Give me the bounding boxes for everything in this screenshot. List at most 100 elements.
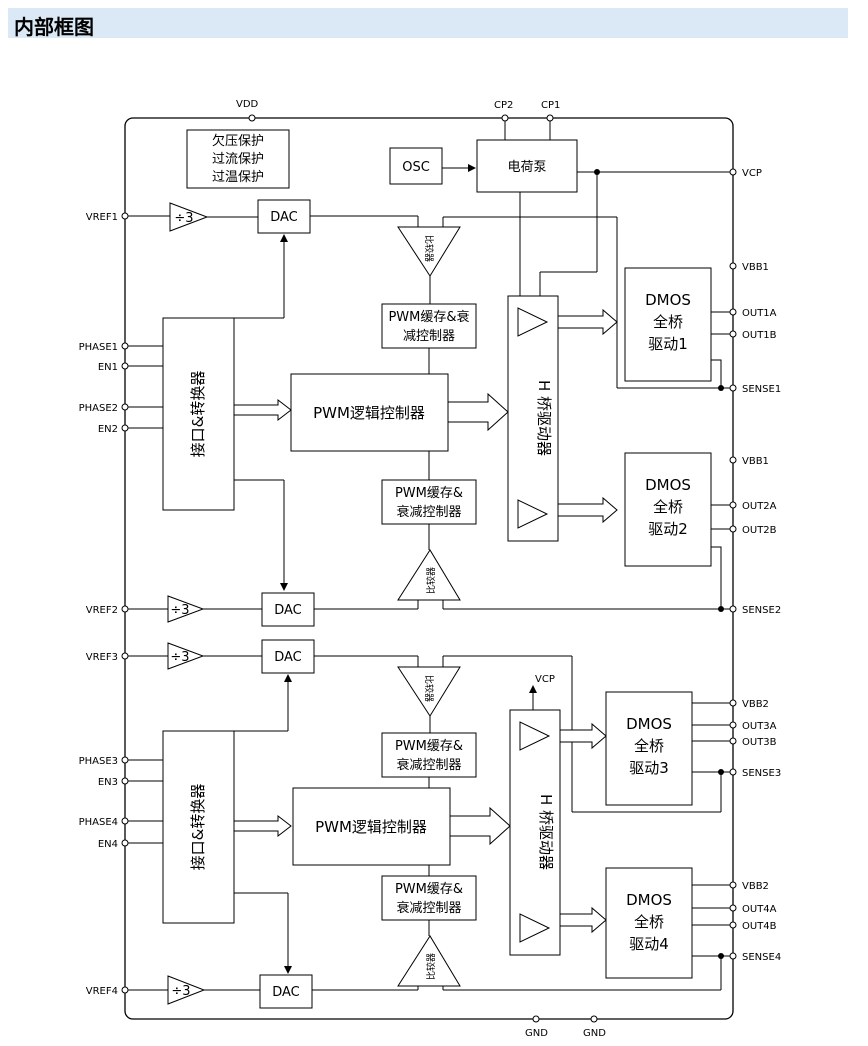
dmos-1 bbox=[624, 267, 712, 382]
pwm-buffer-4-line1: PWM缓存& bbox=[395, 882, 463, 897]
pin-phase1: PHASE1 bbox=[79, 342, 118, 353]
pin-cp2: CP2 bbox=[494, 100, 513, 111]
pin-vbb1-b: VBB1 bbox=[742, 456, 769, 467]
pin-out4b: OUT4B bbox=[742, 921, 777, 932]
dmos-2-l1: DMOS bbox=[645, 476, 691, 494]
dmos-3-l1: DMOS bbox=[626, 715, 672, 733]
dac-1 bbox=[257, 199, 311, 234]
hbridge-2 bbox=[509, 709, 561, 956]
pwm-buffer-3 bbox=[381, 732, 477, 778]
pwm-logic-2 bbox=[292, 787, 451, 866]
pin-cp1: CP1 bbox=[541, 100, 560, 111]
dac-2 bbox=[261, 592, 315, 627]
comparator-4 bbox=[397, 935, 461, 987]
comparator-3-label: 比较器 bbox=[423, 675, 435, 702]
dmos-3-l3: 驱动3 bbox=[629, 759, 669, 777]
dac-1-label: DAC bbox=[270, 210, 298, 225]
pin-vbb1-a: VBB1 bbox=[742, 262, 769, 273]
hbridge-1-label: H 桥驱动器 bbox=[535, 380, 553, 456]
dmos-4-l3: 驱动4 bbox=[629, 935, 669, 953]
div3-1: ÷3 bbox=[174, 211, 193, 226]
pwm-buffer-1 bbox=[381, 303, 477, 349]
pwm-buffer-1-line2: 减控制器 bbox=[403, 329, 455, 344]
charge-pump-label: 电荷泵 bbox=[507, 160, 546, 175]
pin-en2: EN2 bbox=[98, 424, 118, 435]
pwm-buffer-1-line1: PWM缓存&衰 bbox=[388, 309, 469, 325]
pin-vbb2-b: VBB2 bbox=[742, 881, 769, 892]
pin-sense4: SENSE4 bbox=[742, 952, 781, 963]
pin-en1: EN1 bbox=[98, 362, 118, 373]
pin-gnd-2: GND bbox=[583, 1028, 606, 1039]
pin-out4a: OUT4A bbox=[742, 904, 777, 915]
div3-4: ÷3 bbox=[171, 984, 190, 999]
dac-3 bbox=[261, 639, 315, 674]
pin-sense2: SENSE2 bbox=[742, 605, 781, 616]
section-title: 内部框图 bbox=[14, 15, 94, 39]
dmos-4-l2: 全桥 bbox=[634, 913, 664, 931]
pwm-buffer-4-line2: 衰减控制器 bbox=[396, 900, 461, 916]
dmos-3 bbox=[605, 691, 693, 806]
pin-en3: EN3 bbox=[98, 777, 118, 788]
osc-label: OSC bbox=[402, 160, 430, 175]
pin-out2b: OUT2B bbox=[742, 525, 777, 536]
dmos-1-l1: DMOS bbox=[645, 291, 691, 309]
dmos-1-l3: 驱动1 bbox=[648, 335, 688, 353]
charge-pump-block bbox=[476, 139, 578, 193]
interface-block-2 bbox=[162, 730, 235, 924]
pwm-buffer-3-line1: PWM缓存& bbox=[395, 739, 463, 754]
div3-3: ÷3 bbox=[170, 650, 189, 665]
dmos-3-l2: 全桥 bbox=[634, 737, 664, 755]
pin-phase4: PHASE4 bbox=[79, 817, 118, 828]
pin-vref4: VREF4 bbox=[86, 986, 118, 997]
protect-otp: 过温保护 bbox=[212, 170, 264, 185]
dmos-2-l2: 全桥 bbox=[653, 498, 683, 516]
pin-vbb2-a: VBB2 bbox=[742, 699, 769, 710]
pin-out3b: OUT3B bbox=[742, 737, 777, 748]
pin-vref2: VREF2 bbox=[86, 605, 118, 616]
pin-vcp: VCP bbox=[742, 168, 762, 179]
pin-phase2: PHASE2 bbox=[79, 403, 118, 414]
pin-sense3: SENSE3 bbox=[742, 768, 781, 779]
protection-block bbox=[186, 129, 290, 189]
pin-vref1: VREF1 bbox=[86, 212, 118, 223]
comparator-3 bbox=[397, 666, 461, 717]
pwm-buffer-2-line2: 衰减控制器 bbox=[396, 504, 461, 520]
div3-2: ÷3 bbox=[170, 603, 189, 618]
hbridge-1 bbox=[507, 295, 559, 542]
pwm-logic-1 bbox=[290, 373, 449, 452]
comparator-1 bbox=[397, 226, 461, 277]
dac-4 bbox=[259, 974, 313, 1009]
pin-sense1: SENSE1 bbox=[742, 384, 781, 395]
dmos-4-l1: DMOS bbox=[626, 891, 672, 909]
hbridge-2-label: H 桥驱动器 bbox=[537, 794, 555, 870]
protect-uvlo: 欠压保护 bbox=[212, 133, 264, 149]
interface-2-label: 接口&转换器 bbox=[189, 784, 207, 871]
pwm-logic-1-label: PWM逻辑控制器 bbox=[313, 404, 425, 422]
pin-out3a: OUT3A bbox=[742, 721, 777, 732]
pin-out1b: OUT1B bbox=[742, 330, 777, 341]
pin-vdd: VDD bbox=[236, 99, 259, 110]
pin-phase3: PHASE3 bbox=[79, 756, 118, 767]
dmos-1-l2: 全桥 bbox=[653, 313, 683, 331]
pwm-logic-2-label: PWM逻辑控制器 bbox=[315, 818, 427, 836]
interface-1-label: 接口&转换器 bbox=[189, 371, 207, 458]
dac-4-label: DAC bbox=[272, 985, 300, 1000]
comparator-2 bbox=[397, 549, 461, 601]
chip-outline bbox=[124, 117, 734, 1020]
comparator-2-label: 比较器 bbox=[425, 567, 437, 594]
comparator-4-label: 比较器 bbox=[425, 953, 437, 980]
pin-en4: EN4 bbox=[98, 839, 118, 850]
pin-vref3: VREF3 bbox=[86, 652, 118, 663]
protect-ocp: 过流保护 bbox=[212, 152, 264, 167]
comparator-1-label: 比较器 bbox=[423, 235, 435, 262]
section-header: 内部框图 bbox=[8, 8, 848, 39]
osc-block bbox=[389, 147, 443, 185]
pin-gnd-1: GND bbox=[525, 1028, 548, 1039]
dmos-4 bbox=[605, 867, 693, 979]
pwm-buffer-3-line2: 衰减控制器 bbox=[396, 757, 461, 773]
dac-3-label: DAC bbox=[274, 650, 302, 665]
vcp-inner-label: VCP bbox=[535, 674, 555, 685]
dac-2-label: DAC bbox=[274, 603, 302, 618]
dmos-2 bbox=[624, 452, 712, 567]
